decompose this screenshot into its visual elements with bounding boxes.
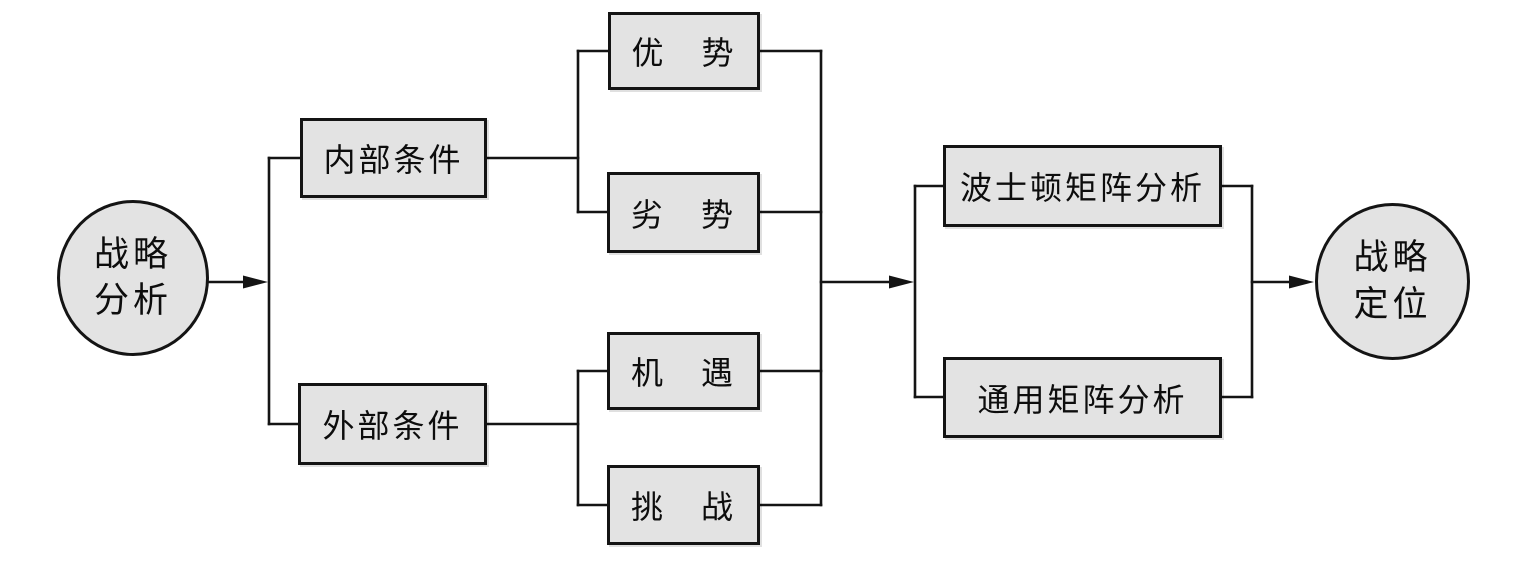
collector-swot [758,49,823,507]
node-external-conditions: 外部条件 [298,383,487,465]
node-general-matrix-analysis-label: 通用矩阵分析 [977,380,1188,419]
node-opportunities-label: 机 遇 [630,354,736,392]
collector-matrix [1220,184,1254,399]
branch-conditions [267,156,302,426]
branch-external-split [485,369,609,507]
node-strategy-positioning: 战略 定位 [1315,203,1470,360]
node-boston-matrix-analysis-label: 波士顿矩阵分析 [959,169,1205,207]
node-strategy-positioning-label-line2: 定位 [1353,284,1432,325]
node-internal-conditions: 内部条件 [300,118,487,198]
node-weaknesses: 劣 势 [607,172,760,253]
node-strategy-analysis-label-line1: 战略 [93,234,172,275]
node-strategy-analysis: 战略 分析 [57,200,209,356]
node-boston-matrix-analysis: 波士顿矩阵分析 [943,145,1222,227]
branch-matrix [913,184,945,399]
node-opportunities: 机 遇 [607,332,760,410]
arrow-matrix-to-end [1250,275,1314,289]
arrow-start-to-branch [207,275,268,289]
arrow-swot-to-matrix [819,275,914,289]
node-general-matrix-analysis: 通用矩阵分析 [943,357,1222,438]
node-strategy-analysis-label-line2: 分析 [93,281,172,321]
node-internal-conditions-label: 内部条件 [323,141,464,179]
branch-internal-split [485,49,610,214]
node-challenges-label: 挑 战 [630,488,736,526]
node-external-conditions-label: 外部条件 [322,407,463,445]
node-weaknesses-label: 劣 势 [630,195,736,234]
node-challenges: 挑 战 [607,465,760,545]
node-strategy-positioning-label-line1: 战略 [1353,238,1432,279]
node-strengths: 优 势 [608,12,760,90]
node-strengths-label: 优 势 [631,34,737,72]
